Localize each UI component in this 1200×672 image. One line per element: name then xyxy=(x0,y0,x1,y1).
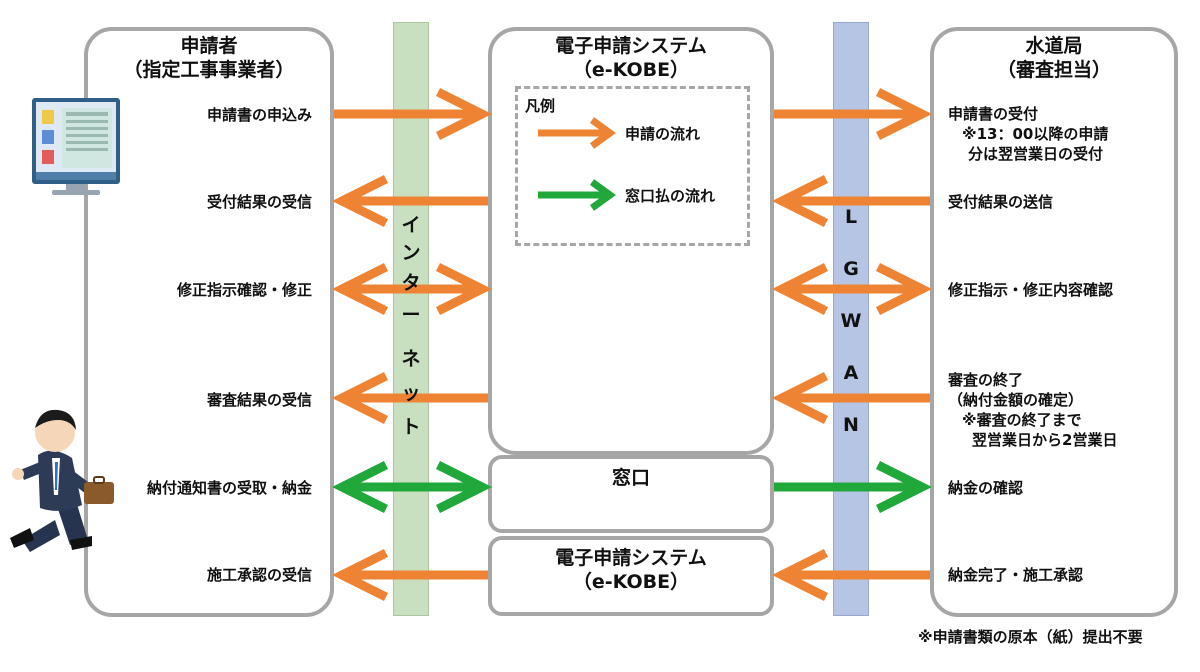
window-box xyxy=(488,455,774,533)
internet-band-char: ト xyxy=(401,416,421,438)
system-title: 電子申請システム （e-KOBE） xyxy=(555,35,707,81)
applicant-title: 申請者 （指定工事事業者） xyxy=(123,35,295,81)
internet-band-char: ッ xyxy=(401,382,421,404)
bureau-step-review-end: 審査の終了 （納付金額の確定） ※審査の終了まで 翌営業日から2営業日 xyxy=(948,371,1118,449)
arrow-result-to-applicant xyxy=(331,174,488,228)
businessman-running-icon xyxy=(10,409,114,552)
system2-title: 電子申請システム （e-KOBE） xyxy=(555,547,707,593)
lgwan-band-char: A xyxy=(843,362,859,384)
applicant-box xyxy=(84,27,334,617)
system-box xyxy=(488,27,774,455)
lgwan-band xyxy=(833,22,869,616)
bureau-step-receive: 申請書の受付 ※13：00以降の申請 分は翌営業日の受付 xyxy=(948,105,1109,163)
bureau-step-correction: 修正指示・修正内容確認 xyxy=(948,281,1114,299)
applicant-step-apply: 申請書の申込み xyxy=(206,106,312,124)
lgwan-band-char: L xyxy=(844,206,858,228)
lgwan-band-char: G xyxy=(843,258,859,280)
arrow-review-to-system xyxy=(771,371,930,425)
system2-box xyxy=(488,536,774,616)
internet-band-char: ー xyxy=(401,304,421,326)
arrow-correction-applicant xyxy=(331,262,493,316)
bureau-title: 水道局 （審査担当） xyxy=(996,35,1111,81)
internet-band-char: タ xyxy=(401,272,421,294)
arrow-payment-applicant-window xyxy=(331,460,493,514)
internet-band-char: イ xyxy=(401,214,421,236)
applicant-step-payment: 納付通知書の受取・納金 xyxy=(146,479,312,497)
bureau-step-payment-confirm: 納金の確認 xyxy=(948,479,1024,497)
applicant-step-receive-result: 受付結果の受信 xyxy=(206,193,312,211)
arrow-review-to-applicant xyxy=(331,371,488,425)
arrow-bureau-to-system-result xyxy=(771,174,930,228)
legend-orange-arrow xyxy=(538,117,616,149)
arrow-approval-to-system xyxy=(771,548,930,602)
window-label: 窓口 xyxy=(611,467,650,489)
arrow-apply-to-system xyxy=(334,87,493,141)
legend-application-flow: 申請の流れ xyxy=(625,125,701,143)
footnote: ※申請書類の原本（紙）提出不要 xyxy=(918,628,1143,646)
internet-band xyxy=(393,22,429,616)
arrow-correction-bureau xyxy=(771,262,933,316)
arrow-window-to-bureau xyxy=(774,460,933,514)
lgwan-band-char: W xyxy=(840,310,862,332)
legend-box xyxy=(515,86,750,246)
applicant-step-review-result: 審査結果の受信 xyxy=(206,391,312,409)
internet-band-char: ン xyxy=(401,242,421,264)
arrow-approval-to-applicant xyxy=(331,548,488,602)
computer-monitor-icon xyxy=(32,98,120,195)
internet-band-char: ネ xyxy=(401,348,421,370)
legend-green-arrow xyxy=(538,179,616,211)
legend-window-payment-flow: 窓口払の流れ xyxy=(625,187,716,205)
bureau-step-approval: 納金完了・施工承認 xyxy=(948,566,1084,584)
bureau-step-send-result: 受付結果の送信 xyxy=(948,193,1054,211)
arrow-system-to-bureau xyxy=(774,87,933,141)
bureau-box xyxy=(930,27,1178,617)
lgwan-band-char: N xyxy=(843,414,859,436)
applicant-step-correction: 修正指示確認・修正 xyxy=(176,281,312,299)
legend-title: 凡例 xyxy=(525,97,556,115)
applicant-step-approval: 施工承認の受信 xyxy=(206,566,312,584)
